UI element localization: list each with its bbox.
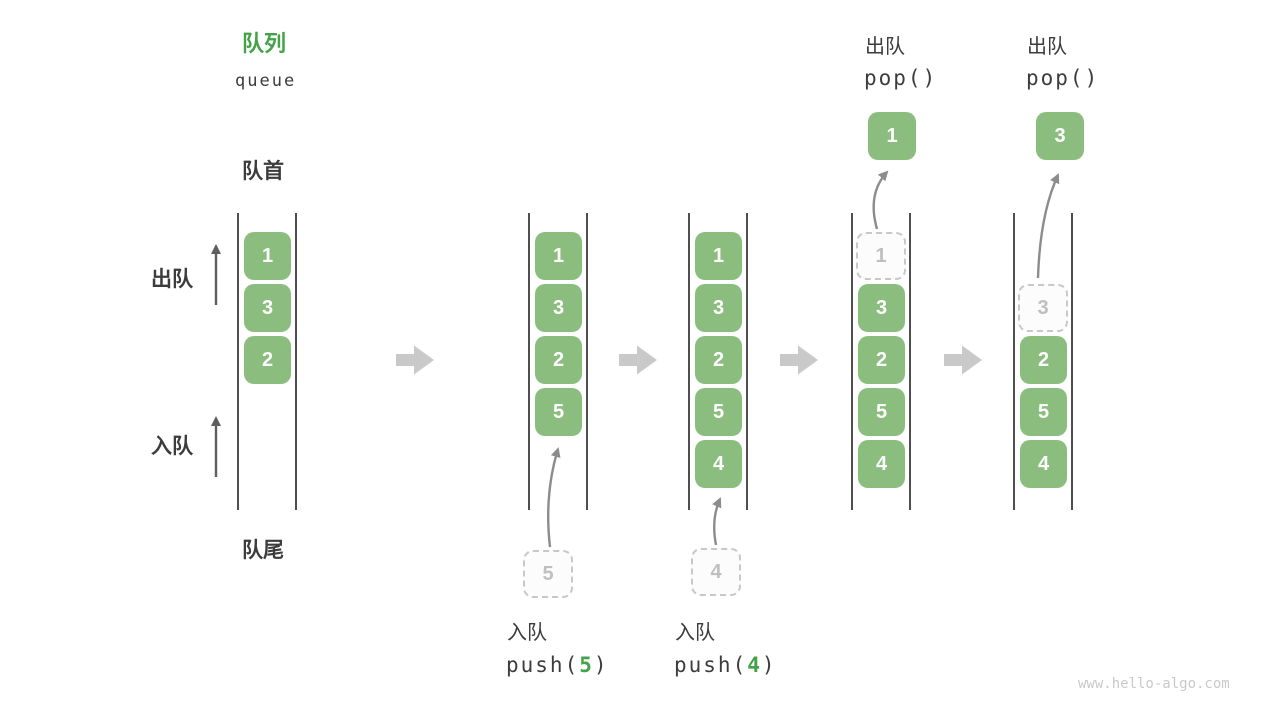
queue-front-label: 队首 xyxy=(242,160,284,183)
flow-arrow-icon xyxy=(944,345,982,375)
push5-op-label: 入队 xyxy=(507,622,547,644)
queue-pipe-state-4 xyxy=(851,213,911,510)
fn-open: push( xyxy=(506,653,580,677)
queue-item: 5 xyxy=(535,388,582,436)
dequeue-side-label: 出队 xyxy=(151,268,193,291)
queue-item: 3 xyxy=(858,284,905,332)
flow-arrow-icon xyxy=(780,345,818,375)
pop1-op-label: 出队 xyxy=(865,36,905,58)
ghost-item: 3 xyxy=(1018,284,1068,332)
incoming-item: 5 xyxy=(523,550,573,598)
queue-item: 2 xyxy=(695,336,742,384)
fn-close: ) xyxy=(593,653,609,677)
push5-op-code: push(5) xyxy=(506,653,609,677)
queue-rear-label: 队尾 xyxy=(242,539,284,562)
queue-item: 5 xyxy=(1020,388,1067,436)
ghost-item: 1 xyxy=(856,232,906,280)
queue-item: 2 xyxy=(535,336,582,384)
incoming-item: 4 xyxy=(691,548,741,596)
push4-op-label: 入队 xyxy=(675,622,715,644)
queue-item: 1 xyxy=(535,232,582,280)
flow-arrow-icon xyxy=(619,345,657,375)
flow-arrow-icon xyxy=(396,345,434,375)
queue-item: 5 xyxy=(858,388,905,436)
queue-item: 2 xyxy=(858,336,905,384)
pop2-op-label: 出队 xyxy=(1027,36,1067,58)
queue-pipe-state-2 xyxy=(528,213,588,510)
queue-item: 2 xyxy=(244,336,291,384)
pop2-op-code: pop() xyxy=(1026,66,1100,90)
diagram-subtitle: queue xyxy=(235,71,297,91)
queue-item: 1 xyxy=(244,232,291,280)
queue-item: 3 xyxy=(695,284,742,332)
popped-item: 1 xyxy=(868,112,916,160)
queue-item: 4 xyxy=(1020,440,1067,488)
queue-item: 5 xyxy=(695,388,742,436)
queue-item: 2 xyxy=(1020,336,1067,384)
fn-arg: 5 xyxy=(579,653,594,677)
queue-pipe-state-3 xyxy=(688,213,748,510)
pop1-op-code: pop() xyxy=(864,66,938,90)
fn-close: ) xyxy=(761,653,777,677)
watermark: www.hello-algo.com xyxy=(1078,676,1230,692)
queue-pipe-state-1 xyxy=(237,213,297,510)
queue-pipe-state-5 xyxy=(1013,213,1073,510)
fn-open: push( xyxy=(674,653,748,677)
diagram-title: 队列 xyxy=(242,31,287,56)
enqueue-side-label: 入队 xyxy=(151,435,193,458)
queue-item: 3 xyxy=(535,284,582,332)
push4-op-code: push(4) xyxy=(674,653,777,677)
popped-item: 3 xyxy=(1036,112,1084,160)
queue-item: 4 xyxy=(858,440,905,488)
queue-item: 4 xyxy=(695,440,742,488)
queue-item: 3 xyxy=(244,284,291,332)
queue-item: 1 xyxy=(695,232,742,280)
fn-arg: 4 xyxy=(747,653,762,677)
